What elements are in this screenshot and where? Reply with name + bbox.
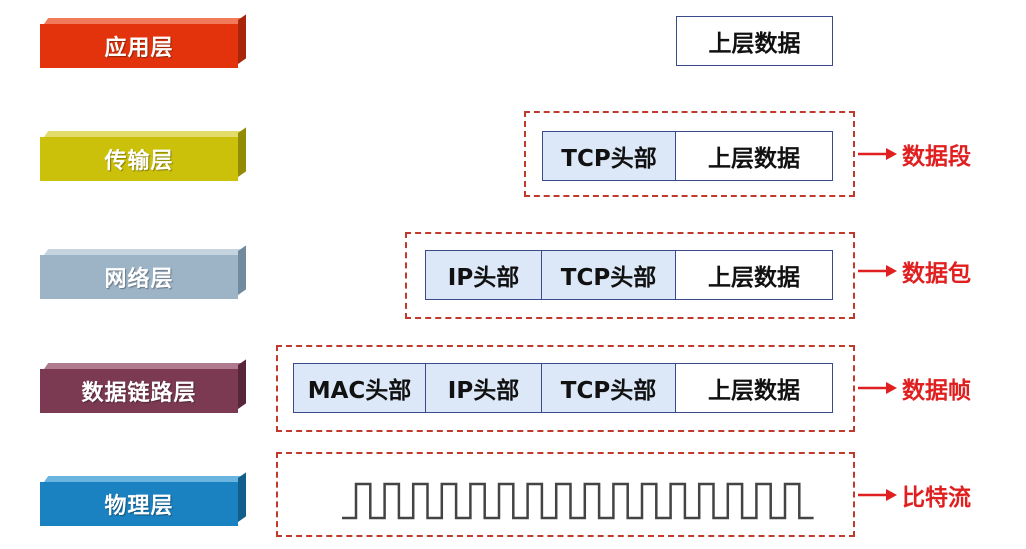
layer-label: 传输层 [40, 137, 238, 181]
layer-datalink: 数据链路层 [40, 359, 247, 413]
tcp-header-cell: TCP头部 [542, 131, 676, 181]
upper-data-cell: 上层数据 [675, 131, 833, 181]
layer-side-face [238, 245, 246, 295]
upper-data-cell: 上层数据 [675, 250, 833, 300]
layer-label: 数据链路层 [40, 369, 238, 413]
pdu-label: 数据帧 [902, 378, 971, 404]
right-arrow-icon [858, 489, 897, 501]
layer-side-face [238, 127, 246, 177]
layer-side-face [238, 14, 246, 65]
layer-side-face [238, 472, 246, 522]
bitstream-dashed-box [276, 452, 855, 537]
ip-header-cell: IP头部 [425, 250, 542, 300]
right-arrow-icon [858, 265, 897, 277]
segment-dashed-box [524, 111, 855, 197]
tcp-header-cell: TCP头部 [541, 363, 676, 413]
pdu-frame: 数据帧 [856, 373, 971, 404]
layer-application: 应用层 [40, 14, 247, 68]
layer-label: 应用层 [40, 24, 238, 68]
frame-dashed-box [276, 345, 855, 432]
layer-label: 物理层 [40, 482, 238, 526]
pdu-label: 比特流 [902, 485, 971, 511]
layer-transport: 传输层 [40, 127, 247, 181]
pdu-segment: 数据段 [856, 139, 971, 170]
layer-label: 网络层 [40, 255, 238, 299]
layer-physical: 物理层 [40, 472, 247, 526]
layer-side-face [238, 359, 246, 409]
upper-data-cell: 上层数据 [676, 16, 833, 66]
bitstream-square-wave [342, 482, 814, 520]
right-arrow-icon [858, 382, 897, 394]
pdu-packet: 数据包 [856, 256, 971, 287]
ip-header-cell: IP头部 [425, 363, 542, 413]
tcp-header-cell: TCP头部 [541, 250, 676, 300]
pdu-label: 数据段 [902, 144, 971, 170]
pdu-label: 数据包 [902, 261, 971, 287]
pdu-bitstream: 比特流 [856, 480, 971, 511]
mac-header-cell: MAC头部 [293, 363, 426, 413]
right-arrow-icon [858, 148, 897, 160]
packet-dashed-box [405, 232, 855, 319]
upper-data-cell: 上层数据 [675, 363, 833, 413]
layer-network: 网络层 [40, 245, 247, 299]
